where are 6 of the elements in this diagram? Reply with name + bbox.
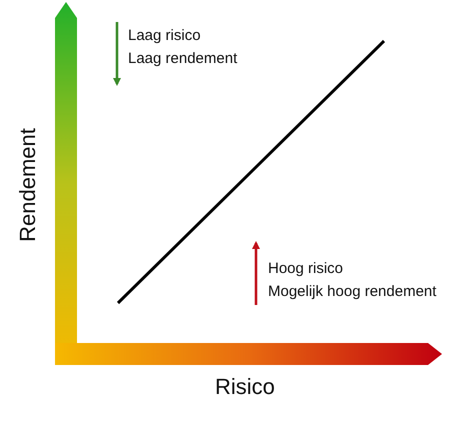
axis-title: Risico bbox=[215, 374, 275, 400]
axis-title: Rendement bbox=[14, 128, 41, 242]
return-note: Mogelijk hoog rendement bbox=[268, 283, 436, 301]
risk-note: Hoog risico bbox=[268, 260, 344, 278]
return-note: Laag rendement bbox=[128, 50, 238, 68]
risk-note: Laag risico bbox=[128, 27, 201, 45]
